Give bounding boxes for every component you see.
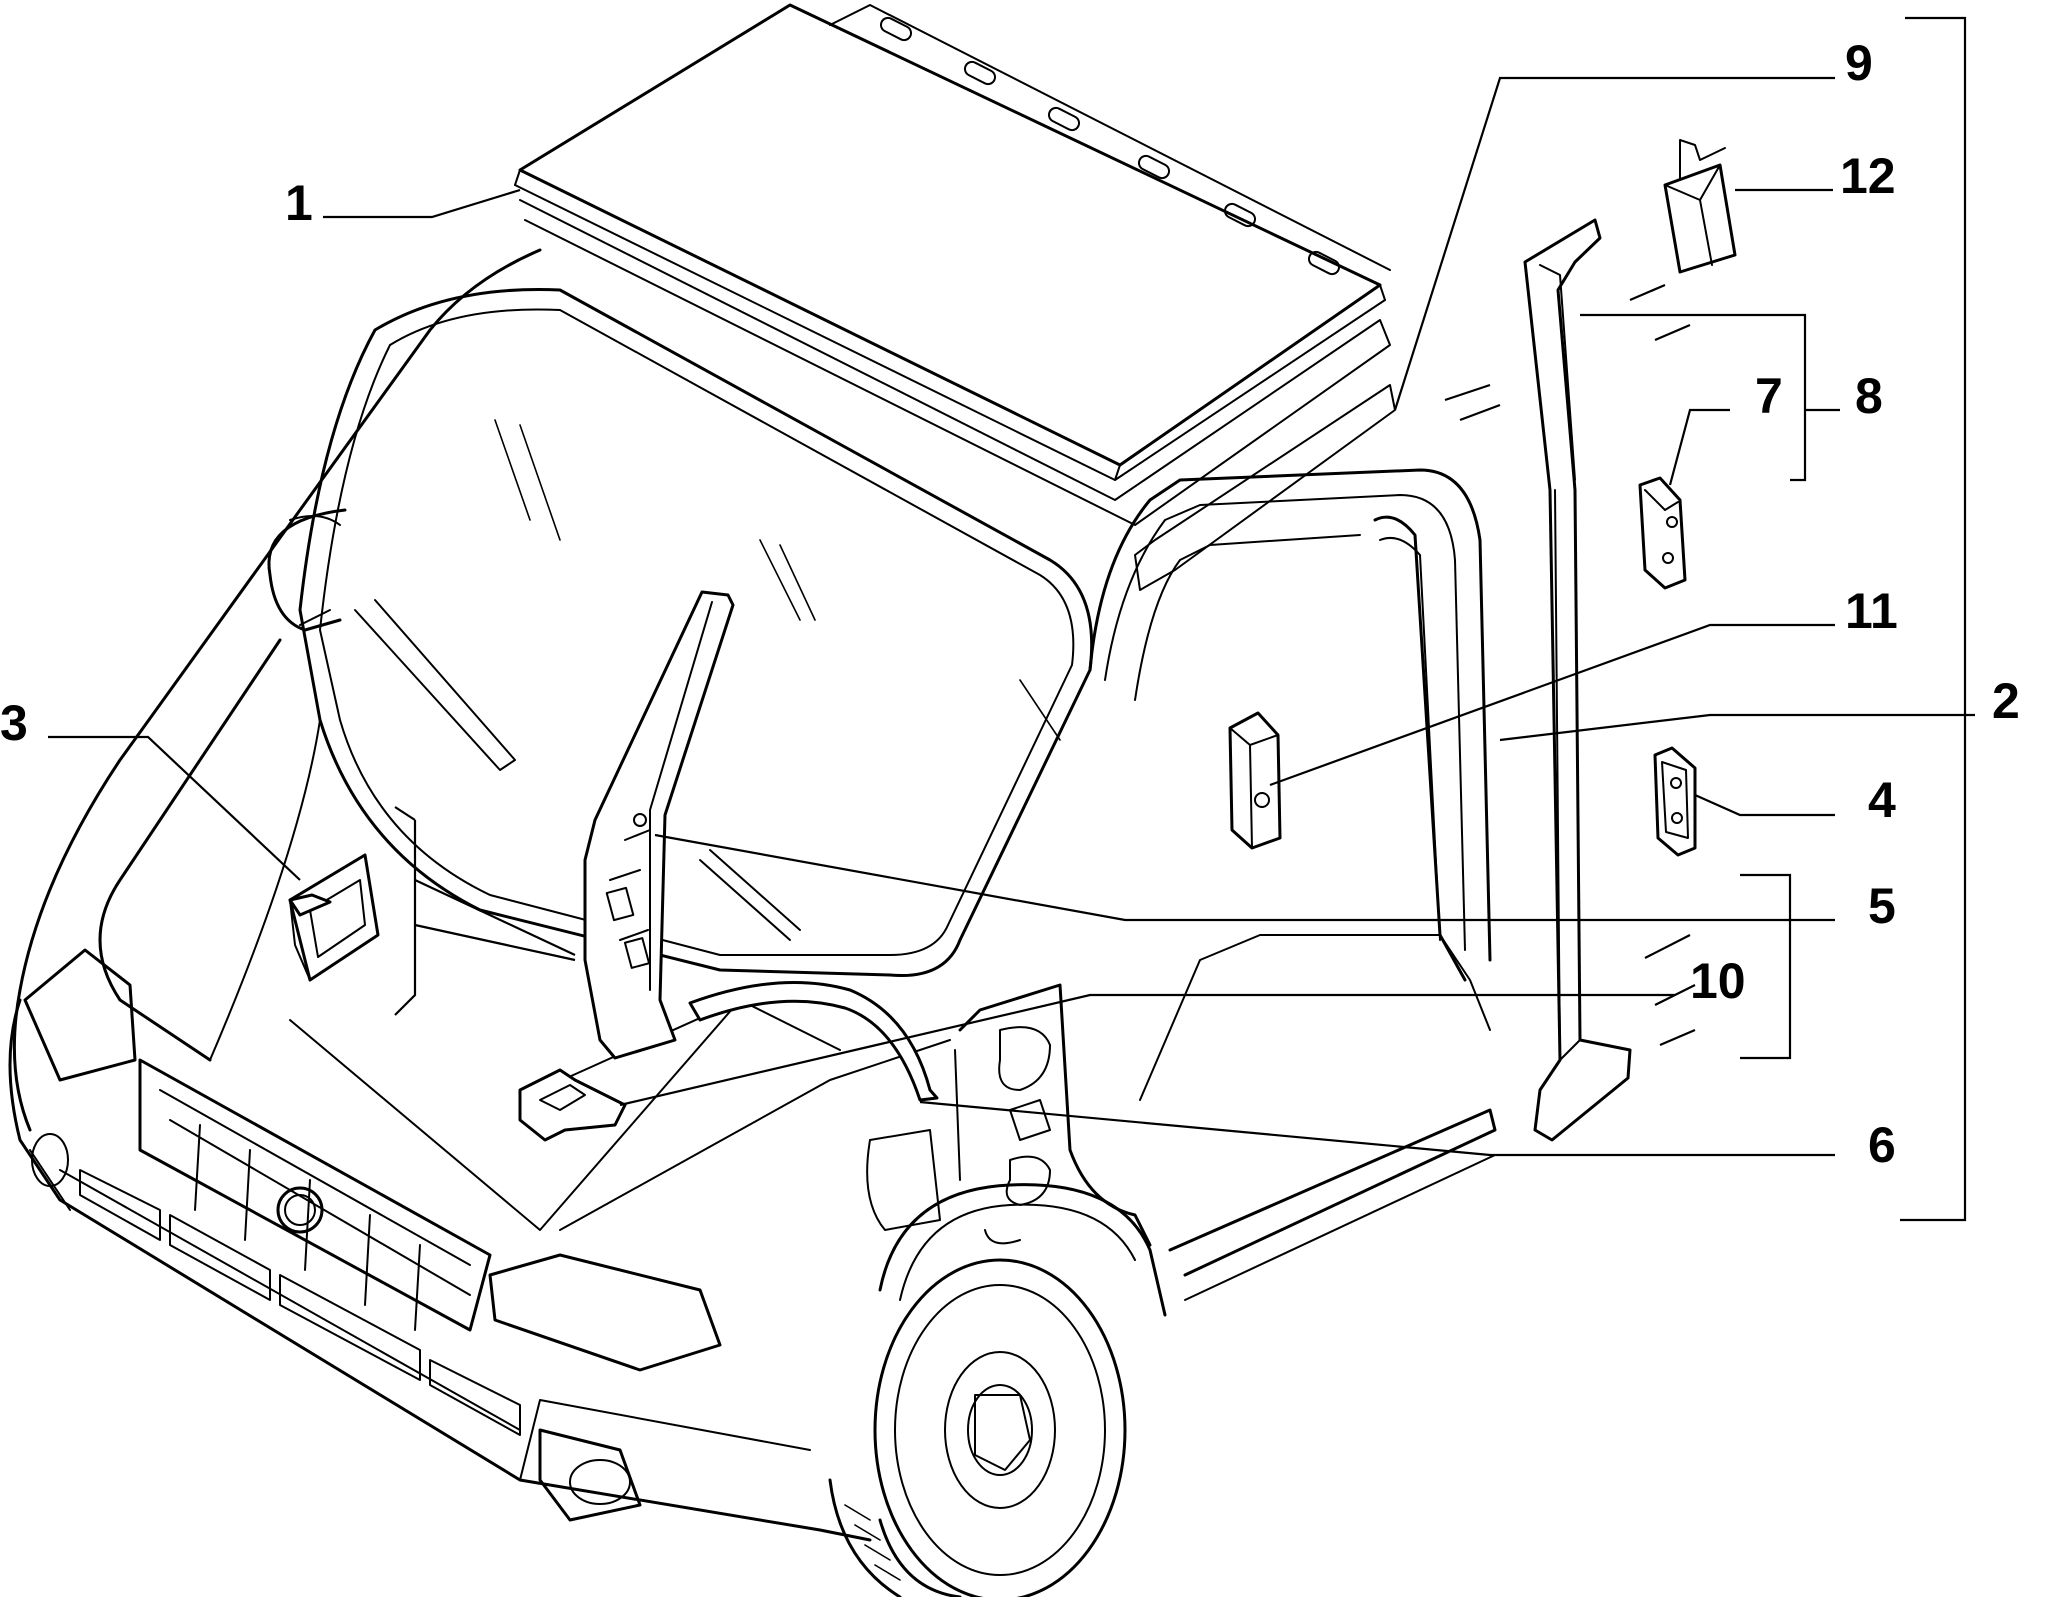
callout-12: 12	[1840, 148, 1896, 204]
part-5-pillar-reinforcement	[583, 590, 735, 1060]
part-2-b-pillar	[1523, 218, 1632, 1142]
part-4-plate	[1653, 746, 1697, 857]
callout-11: 11	[1845, 583, 1898, 639]
part-10-clip	[518, 1068, 627, 1142]
part-6-arch-trim	[688, 980, 939, 1102]
callout-7: 7	[1755, 368, 1783, 424]
callout-8: 8	[1855, 368, 1883, 424]
callout-6: 6	[1868, 1117, 1896, 1173]
roof-slots	[879, 16, 1341, 276]
callout-4: 4	[1868, 772, 1896, 828]
callout-9: 9	[1845, 35, 1873, 91]
callout-labels: 1 2 3 4 5 6 7 8 9 10 11 12	[0, 35, 2020, 1173]
callout-3: 3	[0, 695, 28, 751]
van-body-illustration	[8, 3, 1497, 1597]
callout-10: 10	[1690, 953, 1746, 1009]
callout-2: 2	[1992, 673, 2020, 729]
part-11-block	[1228, 711, 1282, 850]
callout-5: 5	[1868, 878, 1896, 934]
part-3-bracket	[288, 853, 380, 982]
part-7-plate	[1638, 476, 1687, 590]
part-12-bracket	[1663, 139, 1737, 274]
leader-lines	[48, 16, 1975, 1222]
callout-1: 1	[285, 175, 313, 231]
